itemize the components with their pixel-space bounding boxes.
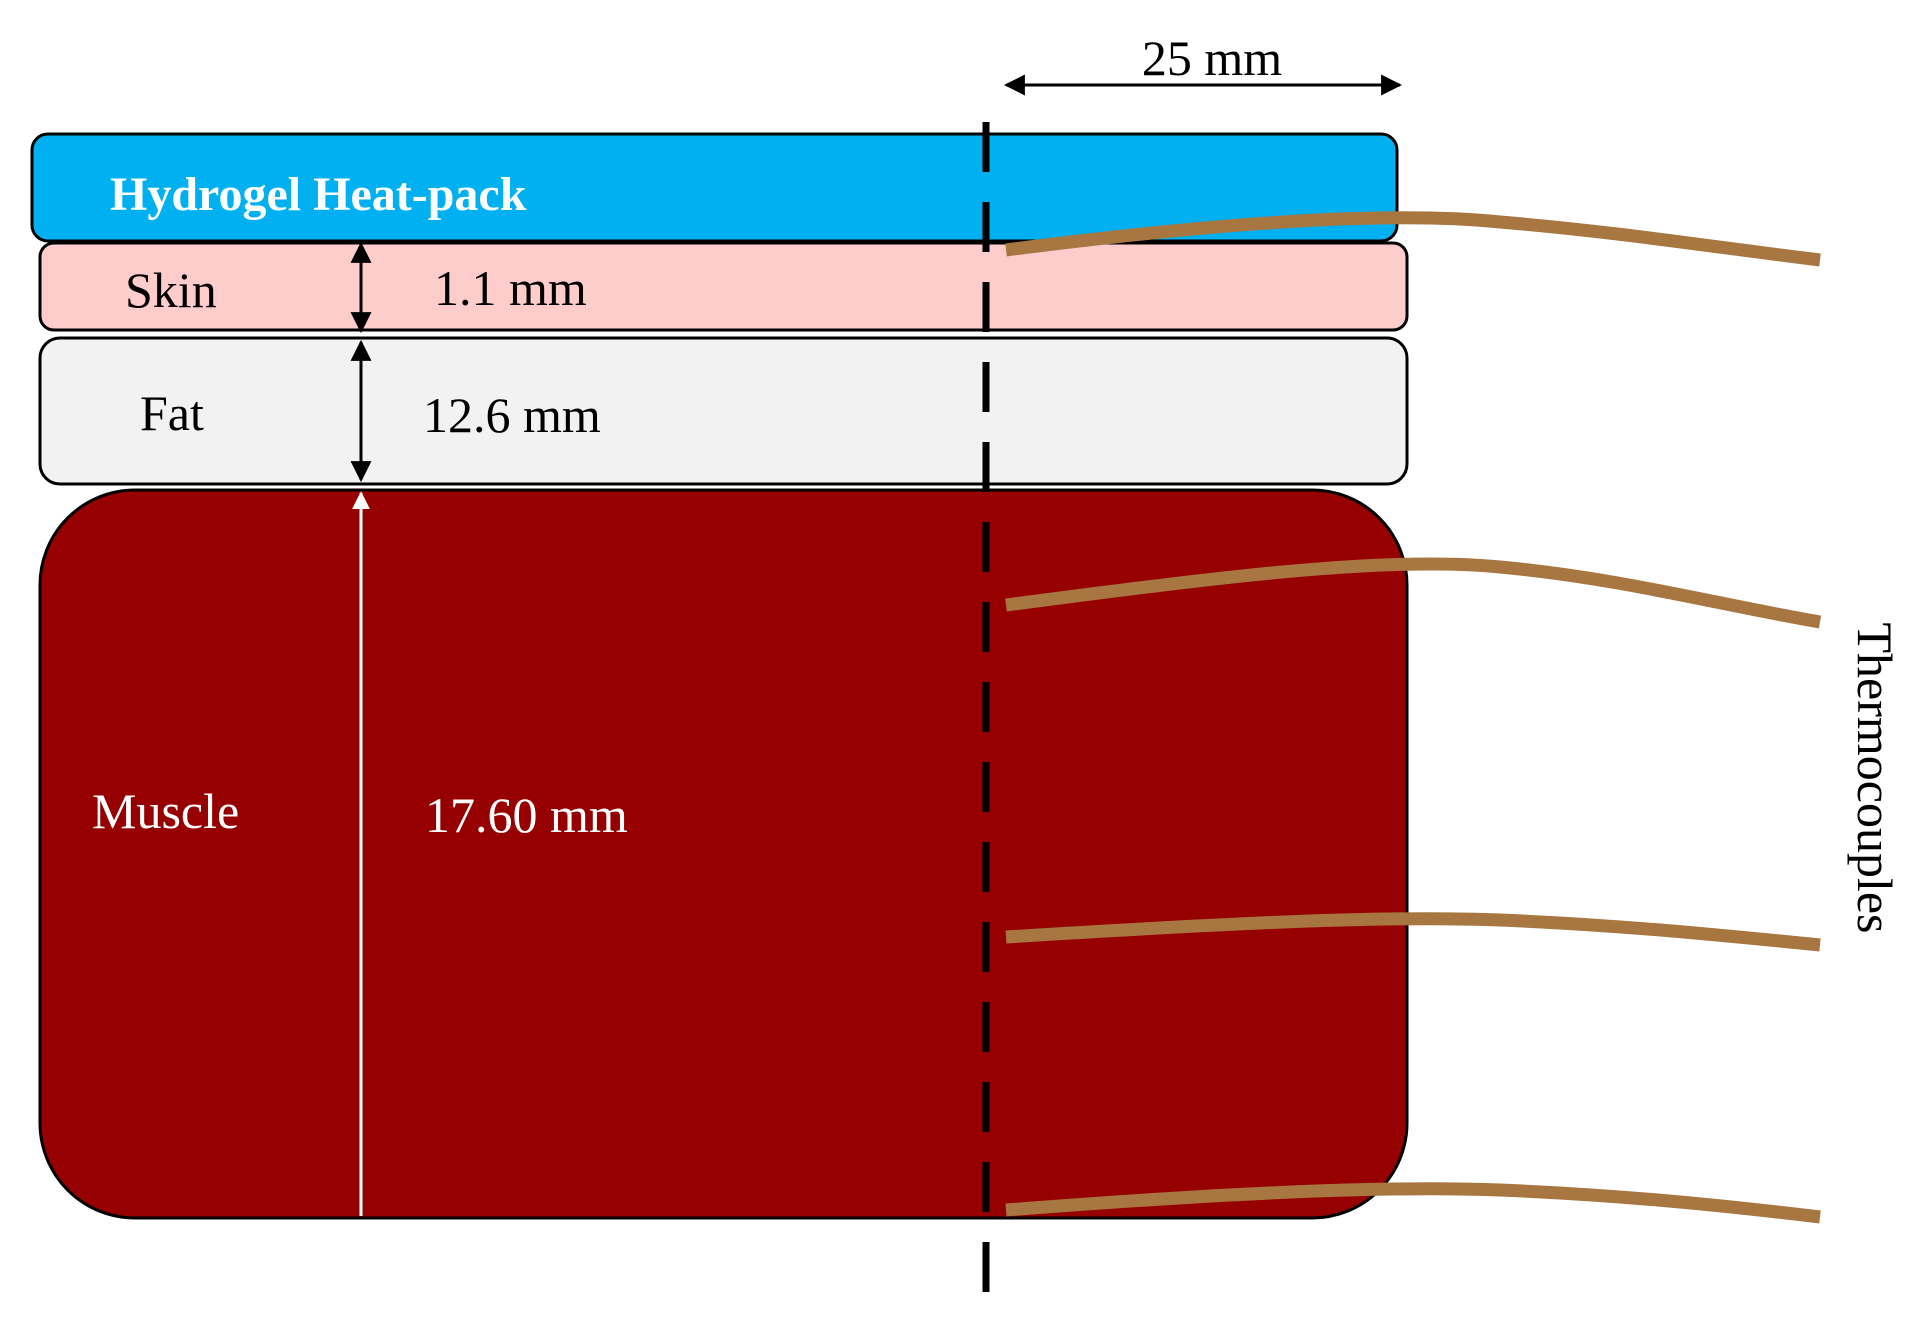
thermocouples-label: Thermocouples xyxy=(1847,622,1903,933)
fat-layer xyxy=(38,336,1409,486)
muscle-thickness-label: 17.60 mm xyxy=(425,787,628,843)
skin-layer xyxy=(38,241,1409,332)
muscle-label: Muscle xyxy=(92,783,239,839)
width-dimension-label: 25 mm xyxy=(1142,30,1282,86)
fat-label: Fat xyxy=(140,385,204,441)
thermocouple-wire-3 xyxy=(1005,912,1821,952)
thermocouple-wire-2 xyxy=(1005,557,1822,629)
muscle-layer xyxy=(38,488,1409,1220)
fat-thickness-label: 12.6 mm xyxy=(423,387,601,443)
skin-label: Skin xyxy=(125,262,217,318)
skin-thickness-label: 1.1 mm xyxy=(434,260,587,316)
heatpack-label: Hydrogel Heat-pack xyxy=(110,168,527,221)
thermocouple-wire-4 xyxy=(1005,1182,1821,1224)
heatpack-layer xyxy=(30,132,1399,243)
thermocouple-wire-1 xyxy=(1005,211,1821,267)
